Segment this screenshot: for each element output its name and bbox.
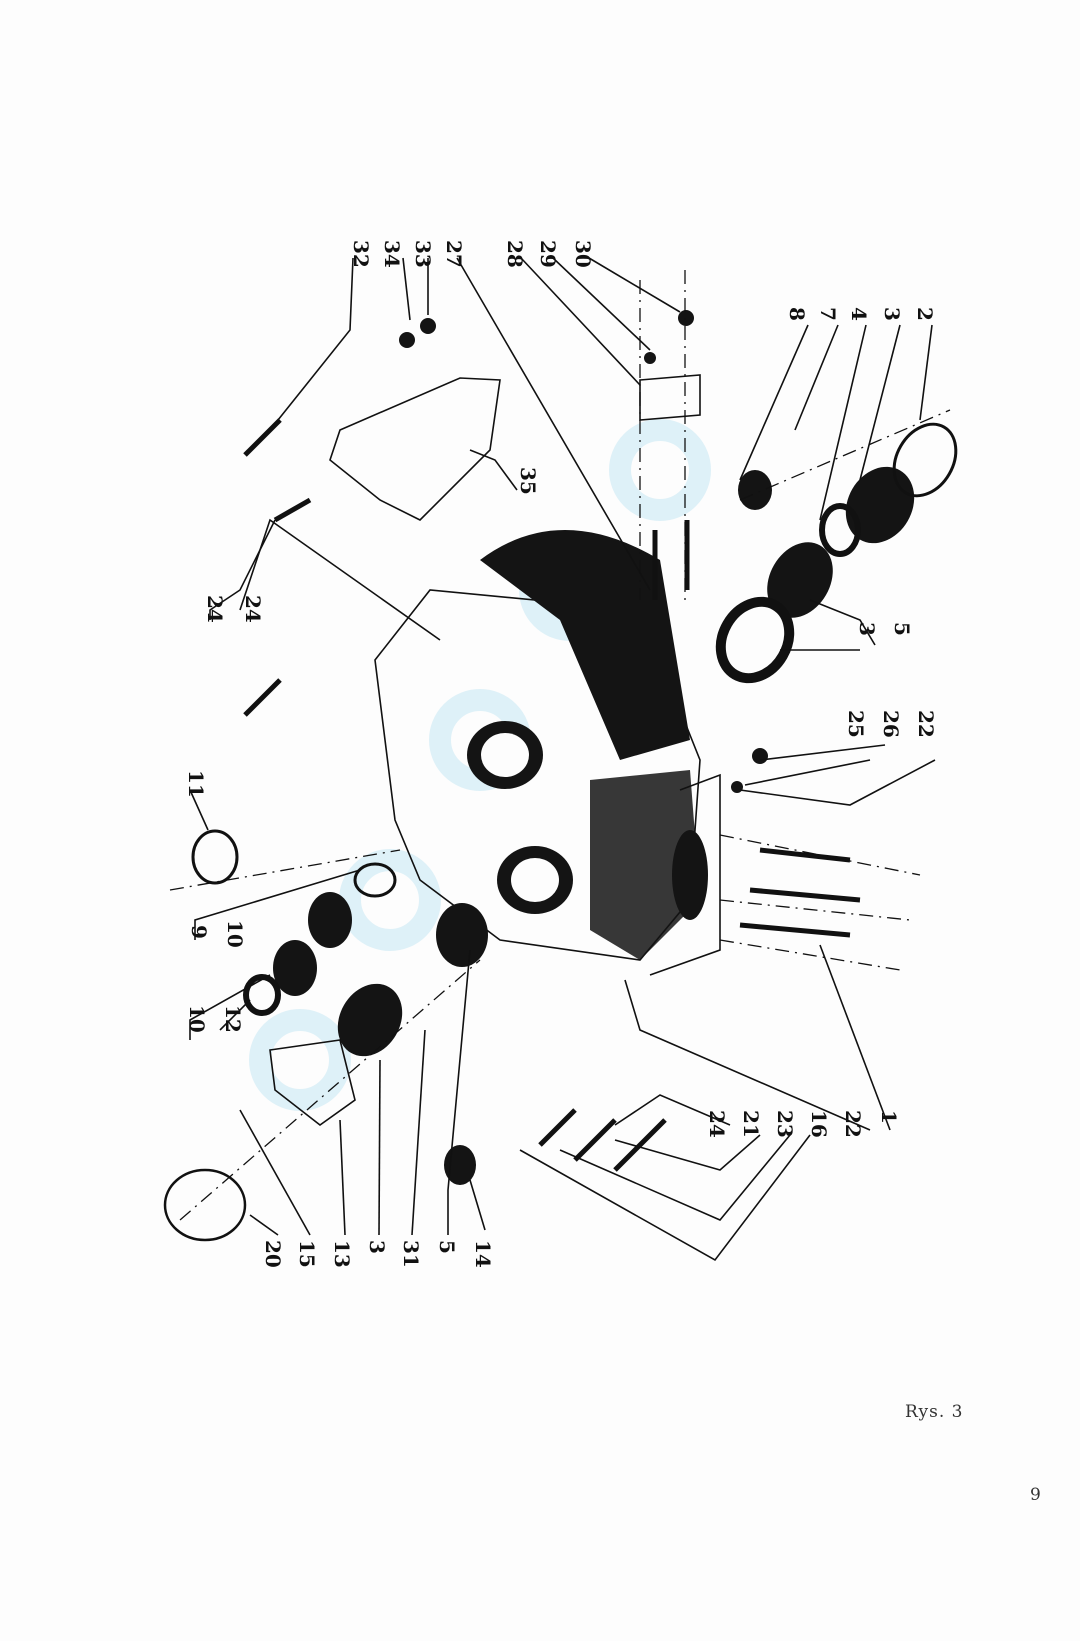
part-label: 24	[705, 1110, 729, 1138]
part-label: 3	[365, 1240, 389, 1254]
part-label: 27	[442, 240, 466, 268]
part-label: 5	[890, 622, 914, 636]
part-label: 24	[241, 595, 265, 623]
part-label: 20	[261, 1240, 285, 1268]
bearings	[163, 310, 958, 1242]
bracket-part	[329, 377, 501, 521]
part-label: 3	[855, 622, 879, 636]
part-label: 5	[435, 1240, 459, 1254]
part-labels: 32 34 33 27 28 29 30 8 7 4 3 2 5 3 22 26…	[184, 240, 938, 1268]
part-label: 22	[841, 1110, 865, 1138]
figure-caption: Rys. 3	[905, 1402, 964, 1422]
part-label: 29	[536, 240, 560, 268]
part-label: 28	[503, 240, 527, 268]
part-label: 34	[380, 240, 404, 268]
part-label: 7	[816, 307, 840, 321]
part-label: 14	[471, 1240, 495, 1268]
crankcase	[374, 530, 721, 976]
studs-and-bolts	[243, 418, 861, 1172]
part-label: 13	[330, 1240, 354, 1268]
part-label: 15	[295, 1240, 319, 1268]
part-label: 23	[773, 1110, 797, 1138]
part-label: 25	[844, 710, 868, 738]
part-label: 1	[877, 1110, 901, 1124]
part-label: 3	[880, 307, 904, 321]
part-label: 8	[785, 307, 809, 321]
part-label: 35	[516, 467, 540, 495]
part-label: 22	[914, 710, 938, 738]
part-label: 24	[203, 595, 227, 623]
part-label: 12	[221, 1005, 245, 1033]
part-label: 26	[879, 710, 903, 738]
part-label: 21	[739, 1110, 763, 1138]
part-label: 10	[223, 920, 247, 948]
part-label: 11	[184, 770, 208, 798]
part-label: 31	[399, 1240, 423, 1268]
part-label: 32	[349, 240, 373, 268]
part-label: 9	[187, 925, 211, 939]
part-label: 10	[185, 1005, 209, 1033]
part-label: 16	[807, 1110, 831, 1138]
part-label: 30	[571, 240, 595, 268]
part-label: 4	[847, 307, 871, 321]
part-label: 2	[913, 307, 937, 321]
part-label: 33	[411, 240, 435, 268]
page-number: 9	[1030, 1485, 1041, 1505]
leader-lines	[169, 257, 951, 1262]
